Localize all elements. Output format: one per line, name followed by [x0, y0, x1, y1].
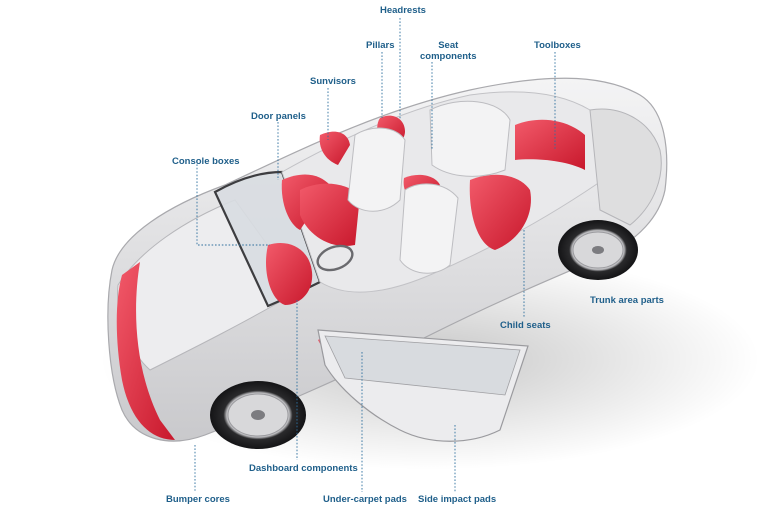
child-seat-part: [469, 174, 531, 250]
rear-wheel: [558, 220, 638, 280]
label-seat-components: Seat components: [420, 40, 476, 62]
door-window: [324, 335, 521, 396]
bumper-core-part: [116, 262, 175, 440]
label-bumper-cores: Bumper cores: [166, 494, 230, 505]
label-child-seats: Child seats: [500, 320, 551, 331]
label-pillars: Pillars: [366, 40, 395, 51]
front-seat-passenger: [399, 183, 459, 274]
sunvisor-part: [319, 131, 350, 165]
seats: [347, 100, 511, 274]
toolbox-part: [515, 119, 585, 170]
seat-part: [300, 183, 360, 246]
label-toolboxes: Toolboxes: [534, 40, 581, 51]
label-sunvisors: Sunvisors: [310, 76, 356, 87]
label-side-impact-pads: Side impact pads: [418, 494, 497, 505]
trunk: [589, 108, 662, 226]
label-seat-components-line2: components: [420, 51, 477, 62]
label-seat-components-line1: Seat: [438, 40, 459, 51]
steering-wheel: [316, 244, 354, 272]
label-headrests: Headrests: [380, 5, 426, 16]
dashboard-part: [265, 243, 313, 305]
label-trunk-area-parts: Trunk area parts: [590, 295, 664, 306]
label-door-panels: Door panels: [251, 111, 306, 122]
label-console-boxes: Console boxes: [172, 156, 240, 167]
rear-seat: [429, 100, 511, 177]
label-under-carpet-pads: Under-carpet pads: [323, 494, 407, 505]
leader-lines: [194, 18, 556, 492]
front-seat-driver: [347, 127, 406, 212]
front-wheel: [210, 381, 306, 449]
label-dashboard-components: Dashboard components: [249, 463, 358, 474]
